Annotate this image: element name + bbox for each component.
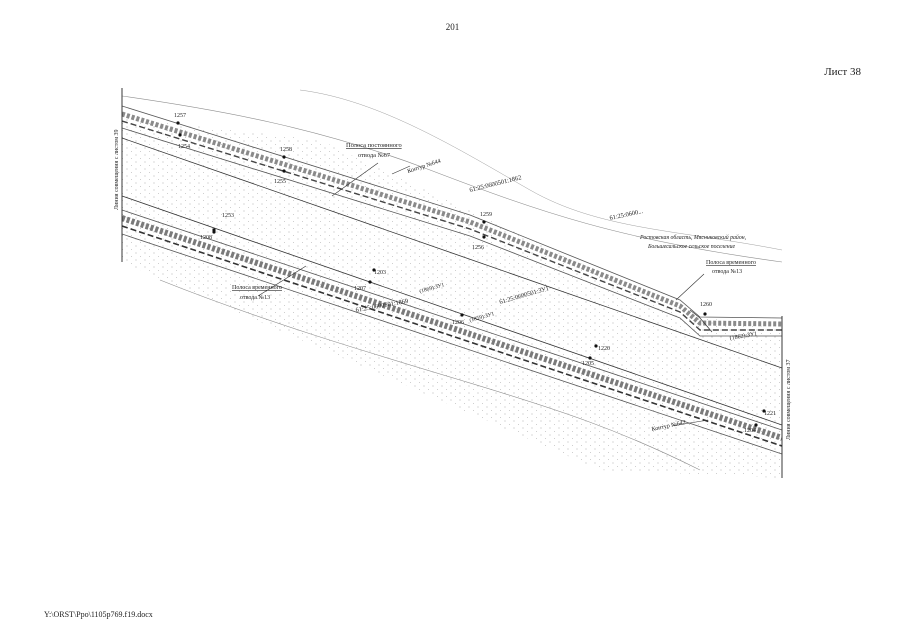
region-line1: Ростовская область, Мясниковский район, — [639, 234, 747, 241]
upper-corridor-outer-bottom — [122, 127, 782, 337]
strip-67-line2: отвода №67 — [358, 152, 391, 159]
point-1256 — [482, 235, 486, 239]
point-1220 — [594, 344, 598, 348]
point-1208 — [212, 230, 216, 234]
match-line-left-label: Линия совмещения с листом 39 — [114, 129, 120, 210]
point-label-1208: 1208 — [200, 235, 212, 241]
lower-corridor-outer-bottom — [122, 233, 782, 455]
points-layer: 1257 1258 1259 1260 1253 1254 1255 1256 … — [174, 113, 776, 434]
lower-corridor-outer-top — [122, 209, 782, 431]
point-label-1257: 1257 — [174, 113, 186, 119]
point-label-1220: 1220 — [598, 346, 610, 352]
strip-13-left-line2: отвода №13 — [240, 295, 270, 301]
point-label-1221: 1221 — [764, 411, 776, 417]
lower-corridor-inner — [122, 225, 782, 447]
point-label-1254: 1254 — [178, 144, 190, 150]
upper-corridor-hatched — [122, 111, 782, 327]
page-number: 201 — [445, 22, 460, 32]
leader-contour-42 — [671, 419, 709, 427]
point-label-1256: 1256 — [472, 245, 484, 251]
relief-line-3 — [299, 89, 782, 251]
point-label-1260: 1260 — [700, 302, 712, 308]
point-label-1253: 1253 — [222, 213, 234, 219]
parcel-2zu-label: (1862):ЗУ1 — [729, 330, 758, 342]
upper-corridor-outer-top — [122, 105, 782, 319]
point-1204 — [754, 423, 758, 427]
region-line2: Большесальское сельское поселение — [647, 244, 735, 250]
point-label-1205: 1205 — [582, 361, 594, 367]
point-label-1259: 1259 — [480, 212, 492, 218]
point-1205 — [588, 356, 592, 360]
point-1258 — [282, 155, 286, 159]
point-label-1255: 1255 — [274, 179, 286, 185]
lower-corridor-hatched — [122, 215, 782, 441]
point-1221 — [762, 409, 766, 413]
point-1260 — [703, 312, 707, 316]
file-path: Y:\ORST\Ppo\1105p769.f19.docx — [44, 610, 153, 619]
point-label-1207: 1207 — [354, 286, 366, 292]
parcel-1862-label: 61:25:0600501:1862 — [469, 174, 522, 194]
point-label-1206: 1206 — [452, 320, 464, 326]
strip-13-right-line2: отвода №13 — [712, 269, 742, 275]
point-1254 — [178, 133, 182, 137]
terrain-hatch — [122, 118, 782, 478]
relief-line-1 — [122, 95, 782, 263]
point-1257 — [176, 121, 180, 125]
relief-line-2 — [159, 279, 701, 471]
parcel-right-top-label: 61:25:0600... — [609, 208, 644, 222]
match-line-right-label: Линия совмещения с листом 37 — [786, 359, 792, 440]
right-connector — [689, 309, 713, 333]
leader-strip-13-left — [257, 265, 307, 297]
strip-13-left-line1: Полоса временного — [232, 285, 282, 291]
point-1207 — [368, 280, 372, 284]
sheet-label: Лист 38 — [824, 66, 861, 78]
leader-contour-44 — [391, 165, 411, 175]
strip-13-right-line1: Полоса временного — [706, 260, 756, 266]
point-label-1204: 1204 — [744, 428, 756, 434]
point-1206 — [460, 313, 464, 317]
parcel-boundary-2 — [122, 195, 782, 426]
strip-67-line1: Полоса постоянного — [346, 142, 402, 149]
point-label-1203: 1203 — [374, 270, 386, 276]
leader-strip-13-right — [675, 273, 705, 301]
point-1255 — [282, 169, 286, 173]
parcel-boundary-1 — [122, 137, 782, 369]
leader-strip-67 — [331, 162, 379, 197]
point-1203 — [372, 268, 376, 272]
upper-corridor-inner — [122, 120, 782, 331]
point-label-1258: 1258 — [280, 147, 292, 153]
point-1259 — [482, 220, 486, 224]
